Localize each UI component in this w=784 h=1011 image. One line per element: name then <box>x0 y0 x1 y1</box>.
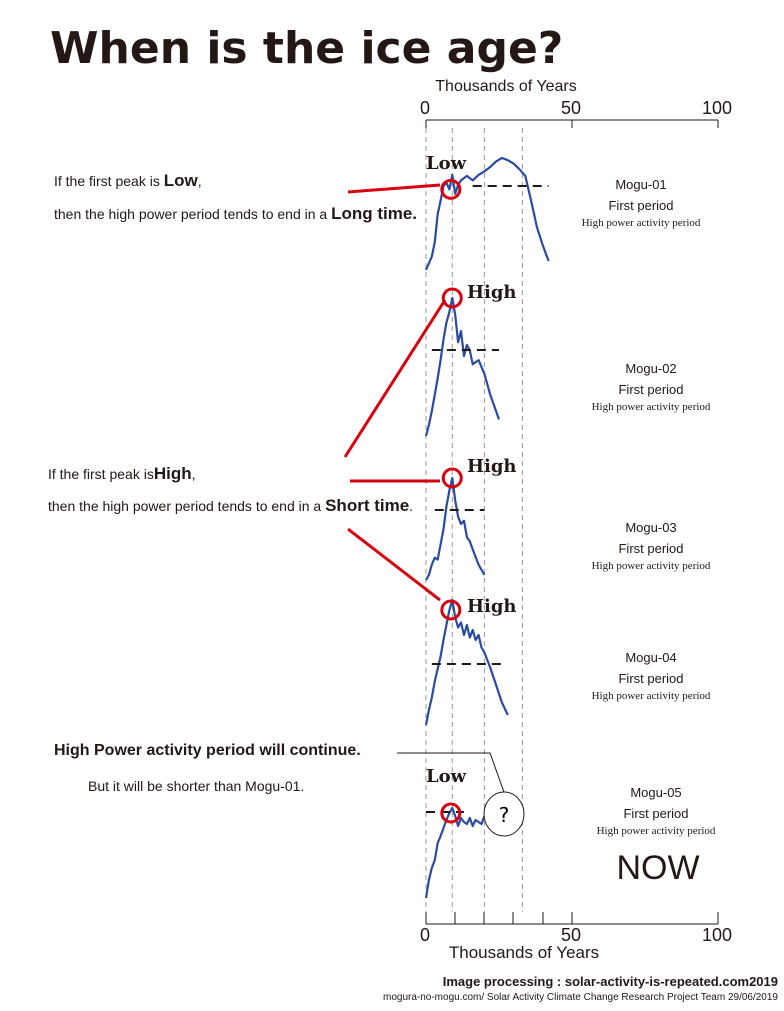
series-subtitle2: High power activity period <box>592 401 711 413</box>
series-line-mogu-03 <box>425 476 486 581</box>
series-line-mogu-01 <box>424 156 550 271</box>
series-subtitle: First period <box>618 541 683 556</box>
connector-high-mogu04 <box>347 527 441 602</box>
series-name: Mogu-02 <box>625 361 676 376</box>
top-axis-title: Thousands of Years <box>435 78 576 95</box>
note-high-line2: then the high power period tends to end … <box>48 496 413 515</box>
series-subtitle2: High power activity period <box>597 825 716 837</box>
credit-line1: Image processing : solar-activity-is-rep… <box>443 974 778 989</box>
series-name: Mogu-03 <box>625 520 676 535</box>
shorter-note: But it will be shorter than Mogu-01. <box>88 778 304 794</box>
bottom-tick-50: 50 <box>561 925 581 945</box>
top-tick-100: 100 <box>702 98 732 118</box>
top-tick-50: 50 <box>561 98 581 118</box>
continue-leader <box>397 752 510 807</box>
peak-label: Low <box>426 153 467 174</box>
peak-label: High <box>467 456 517 477</box>
series-subtitle: First period <box>608 198 673 213</box>
series-subtitle: First period <box>618 382 683 397</box>
bottom-tick-100: 100 <box>702 925 732 945</box>
peak-marker <box>441 287 463 309</box>
page-title: When is the ice age? <box>50 23 563 74</box>
series-line-mogu-05 <box>424 806 486 899</box>
series-subtitle2: High power activity period <box>592 690 711 702</box>
top-tick-0: 0 <box>420 98 430 118</box>
peak-label: High <box>467 282 517 303</box>
series-name: Mogu-05 <box>630 785 681 800</box>
credit-line2: mogura-no-mogu.com/ Solar Activity Clima… <box>383 992 778 1003</box>
series-subtitle2: High power activity period <box>582 217 701 229</box>
continue-note: High Power activity period will continue… <box>54 742 361 759</box>
series-name: Mogu-01 <box>615 177 666 192</box>
series-subtitle: First period <box>618 671 683 686</box>
series-subtitle2: High power activity period <box>592 560 711 572</box>
series-line-mogu-02 <box>424 296 501 437</box>
connector-high-mogu02 <box>343 299 447 458</box>
peak-label: Low <box>426 766 467 787</box>
bottom-axis-title: Thousands of Years <box>449 943 599 962</box>
series-name: Mogu-04 <box>625 650 676 665</box>
peak-marker <box>440 599 462 621</box>
note-low-line2: then the high power period tends to end … <box>54 204 417 223</box>
series-subtitle: First period <box>623 806 688 821</box>
peak-marker <box>441 467 463 489</box>
question-mark: ? <box>499 803 510 827</box>
peak-marker <box>440 178 462 200</box>
peak-marker <box>440 802 462 824</box>
note-high-line1: If the first peak isHigh, <box>48 464 196 483</box>
now-label: NOW <box>616 849 699 887</box>
peak-label: High <box>467 596 517 617</box>
question-bubble <box>483 791 525 837</box>
bottom-tick-0: 0 <box>420 925 430 945</box>
note-low-line1: If the first peak is Low, <box>54 171 202 190</box>
connector-low <box>347 183 441 194</box>
series-line-mogu-04 <box>424 598 509 726</box>
